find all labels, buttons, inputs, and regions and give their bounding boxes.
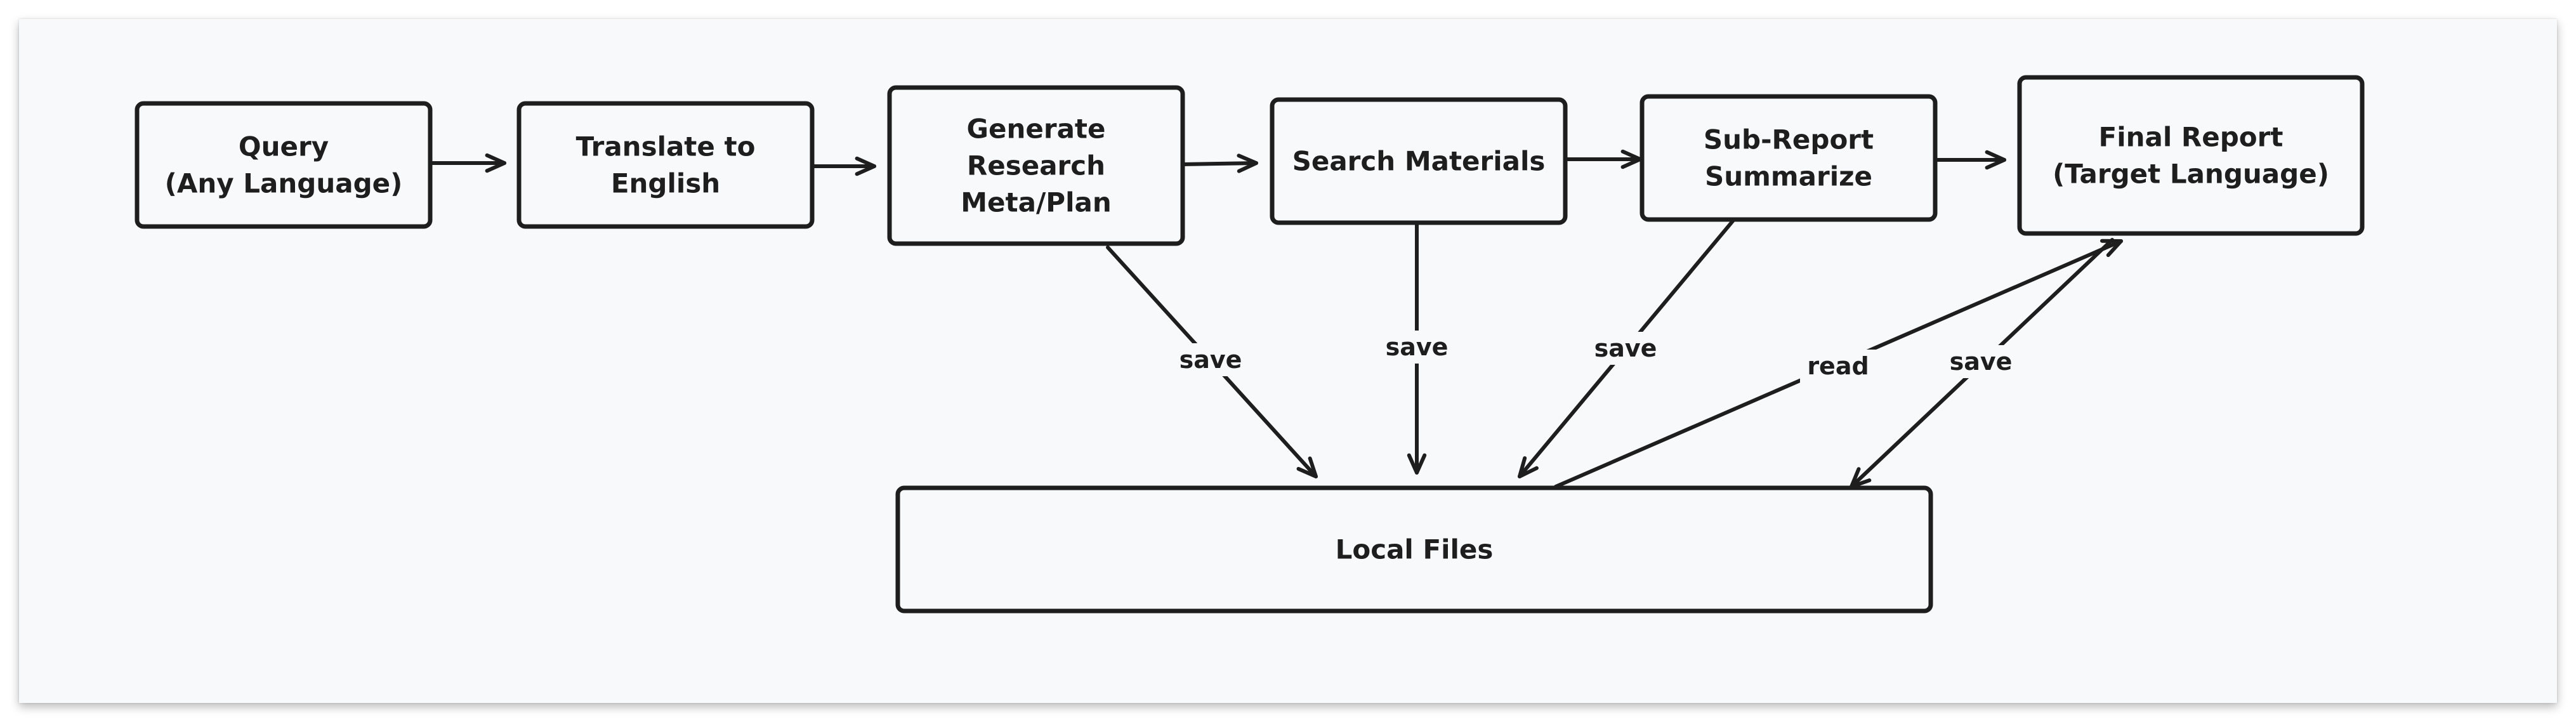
node-local: Local Files	[895, 485, 1933, 614]
edge-label-5: save	[1173, 343, 1249, 376]
edge-label-bg	[1800, 350, 1876, 383]
edge-label-6: save	[1379, 331, 1455, 364]
edge-label-8: read	[1800, 350, 1876, 383]
edge-label-7: save	[1587, 332, 1664, 365]
edge-label-text: read	[1807, 352, 1869, 380]
edge-subreport-to-final	[1933, 150, 2006, 170]
arrowhead-icon	[855, 156, 876, 176]
edge-labels-layer: save save save read save	[1173, 331, 2019, 383]
edge-label-bg	[1587, 332, 1664, 365]
node-query: Query (Any Language)	[135, 101, 433, 229]
node-label-plan-line-1: Research	[967, 150, 1105, 181]
edge-label-bg	[1173, 343, 1249, 376]
node-label-search-line-0: Search Materials	[1292, 146, 1546, 177]
edge-translate-to-plan	[810, 156, 876, 176]
edge-plan-to-search	[1181, 154, 1258, 173]
node-label-query-line-0: Query	[239, 131, 329, 162]
node-box-search	[1270, 97, 1568, 225]
node-box-final	[2017, 75, 2365, 236]
node-box-plan	[887, 85, 1185, 246]
node-label-final-line-0: Final Report	[2099, 122, 2284, 153]
node-label-plan-line-0: Generate	[967, 114, 1106, 145]
edge-label-text: save	[1594, 334, 1657, 362]
arrowhead-icon	[1407, 453, 1427, 475]
node-label-plan-line-2: Meta/Plan	[961, 187, 1111, 218]
arrowhead-icon	[1296, 456, 1318, 478]
edge-line-2	[1181, 161, 1258, 166]
node-label-local-line-0: Local Files	[1336, 534, 1494, 565]
edge-label-text: save	[1180, 346, 1242, 374]
edge-search-to-subreport	[1563, 149, 1642, 169]
node-box-query	[135, 101, 433, 229]
nodes-layer: Query (Any Language) Translate to English Ge…	[135, 75, 2365, 614]
node-box-subreport	[1640, 94, 1938, 222]
node-label-query-line-1: (Any Language)	[165, 168, 403, 199]
node-label-final-line-1: (Target Language)	[2053, 159, 2329, 190]
node-translate: Translate to English	[516, 101, 815, 229]
node-label-translate-line-1: English	[611, 168, 720, 199]
node-label-subreport-line-1: Summarize	[1705, 161, 1872, 192]
arrowhead-icon	[1237, 154, 1258, 173]
edge-label-bg	[1379, 331, 1455, 364]
node-box-local	[895, 485, 1933, 614]
edge-label-bg	[1943, 345, 2019, 378]
node-final: Final Report (Target Language)	[2017, 75, 2365, 236]
node-search: Search Materials	[1270, 97, 1568, 225]
edge-query-to-translate	[428, 153, 506, 173]
arrowhead-icon	[1518, 456, 1539, 478]
node-box-translate	[516, 101, 815, 229]
node-label-subreport-line-0: Sub-Report	[1704, 124, 1874, 155]
edge-label-9: save	[1943, 345, 2019, 378]
edge-label-text: save	[1950, 348, 2013, 376]
node-label-translate-line-0: Translate to	[576, 131, 756, 162]
arrowhead-icon	[485, 153, 506, 173]
edge-label-text: save	[1386, 333, 1449, 361]
arrowhead-icon	[1985, 150, 2006, 170]
